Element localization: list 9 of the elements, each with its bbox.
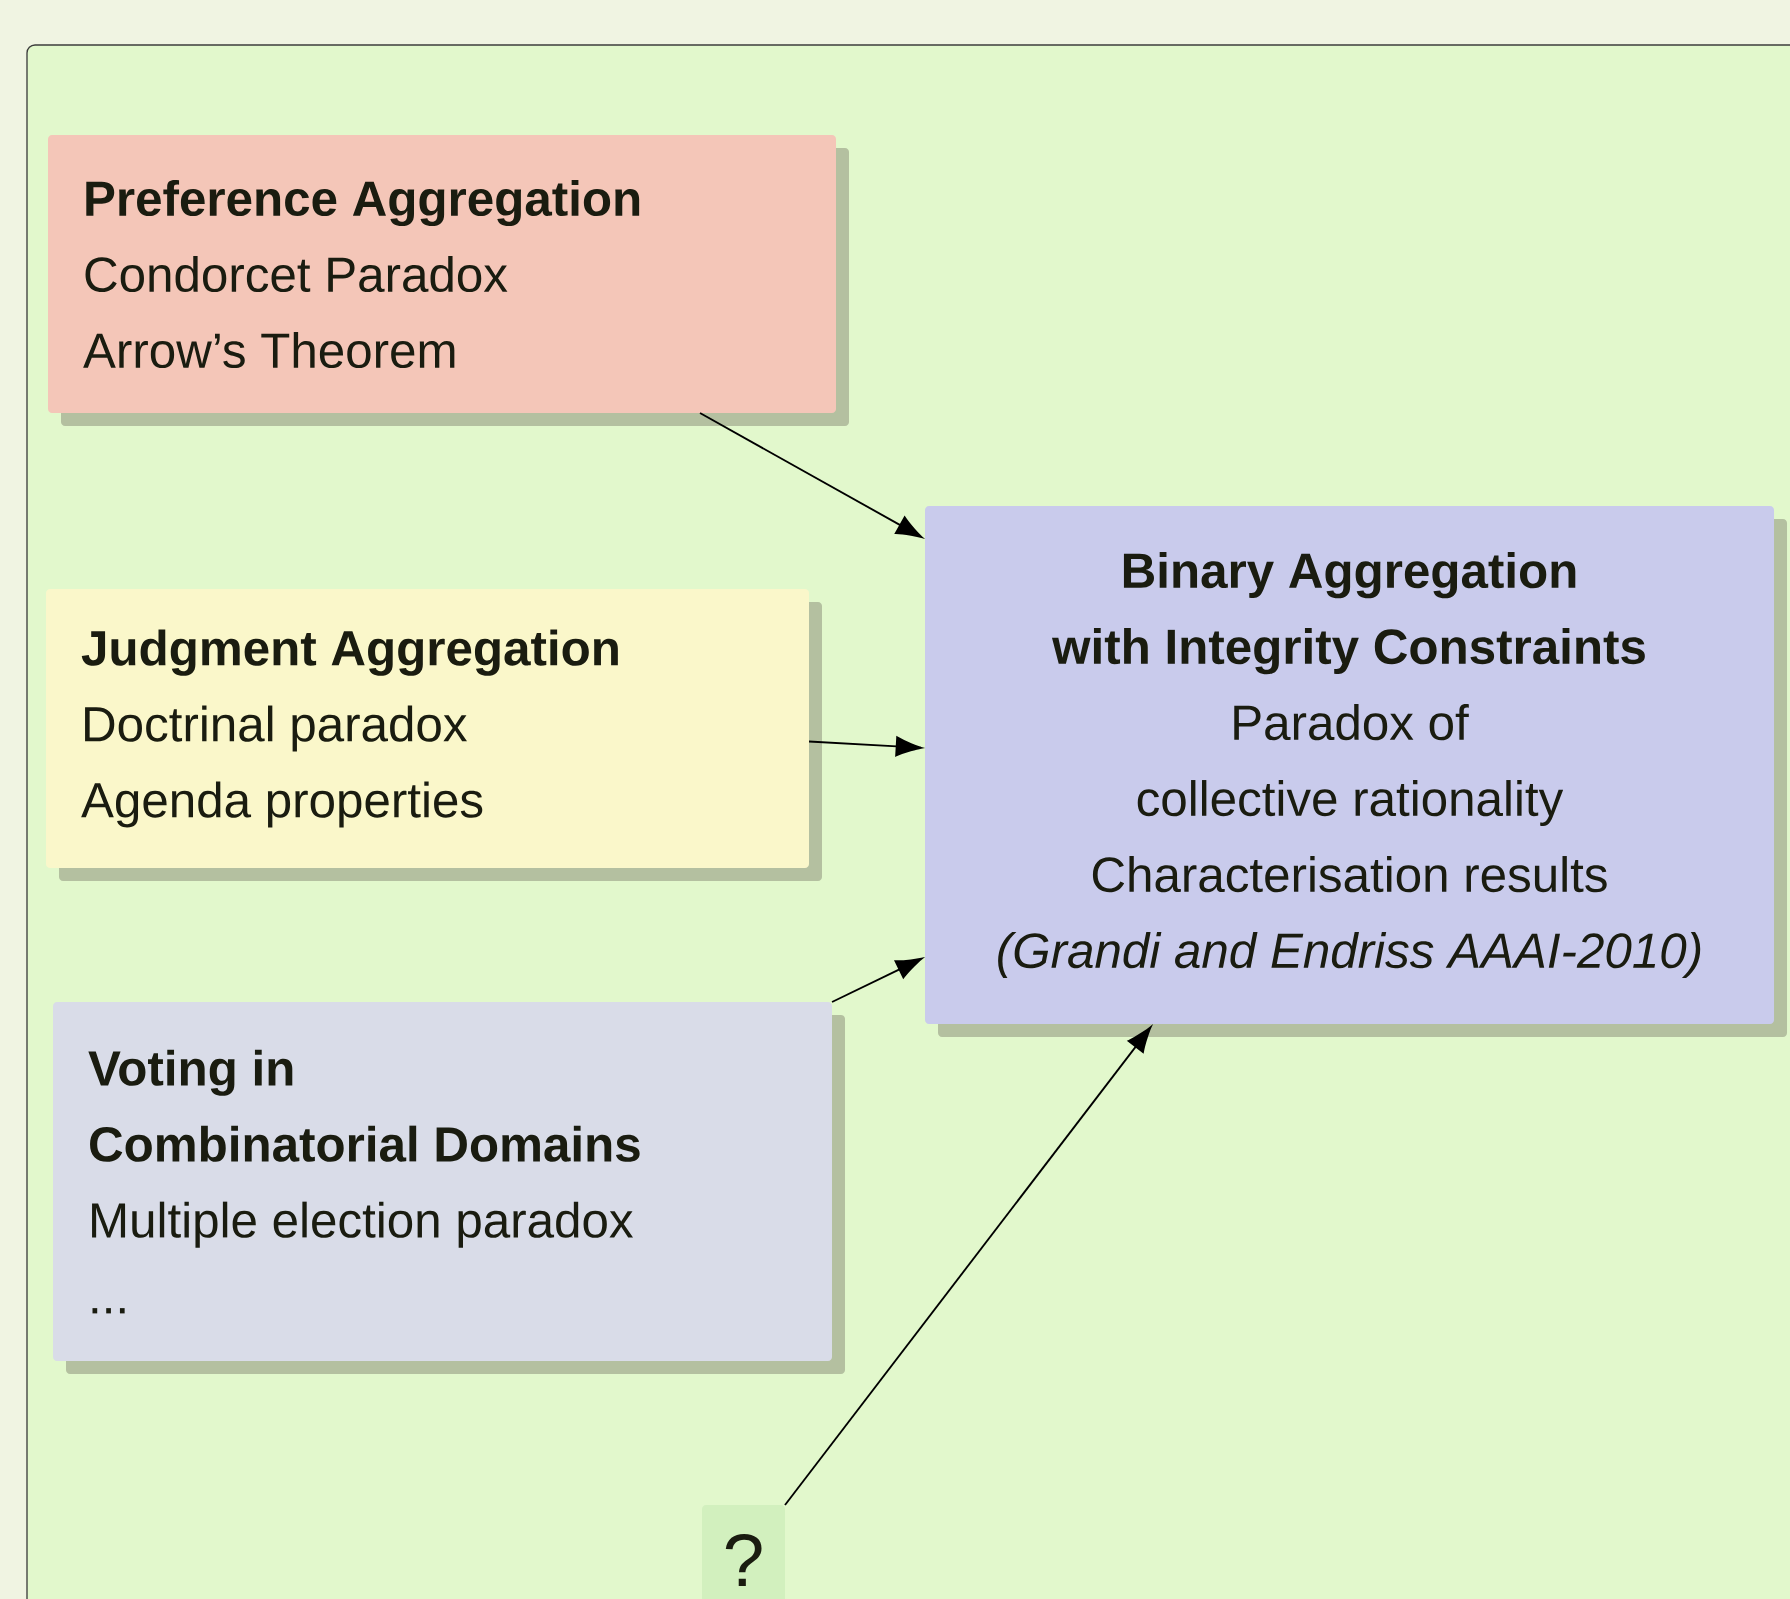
arrow (784, 1026, 1152, 1506)
topic-box: Voting in Combinatorial Domains Multiple election paradox ... (53, 1002, 845, 1374)
question-mark-box: ? (702, 1505, 785, 1599)
arrow (808, 736, 922, 757)
topic-box: Preference Aggregation Condorcet Paradox Arrow’s Theorem (48, 135, 849, 426)
topic-box: Judgment Aggregation Doctrinal paradox Agenda properties (46, 589, 822, 881)
arrow (699, 412, 923, 538)
arrow (831, 957, 923, 1003)
topic-box: Binary Aggregation with Integrity Constraints Paradox of collective rationality Characterisation results (Grandi and Endriss AAAI-2010) (925, 506, 1788, 1037)
